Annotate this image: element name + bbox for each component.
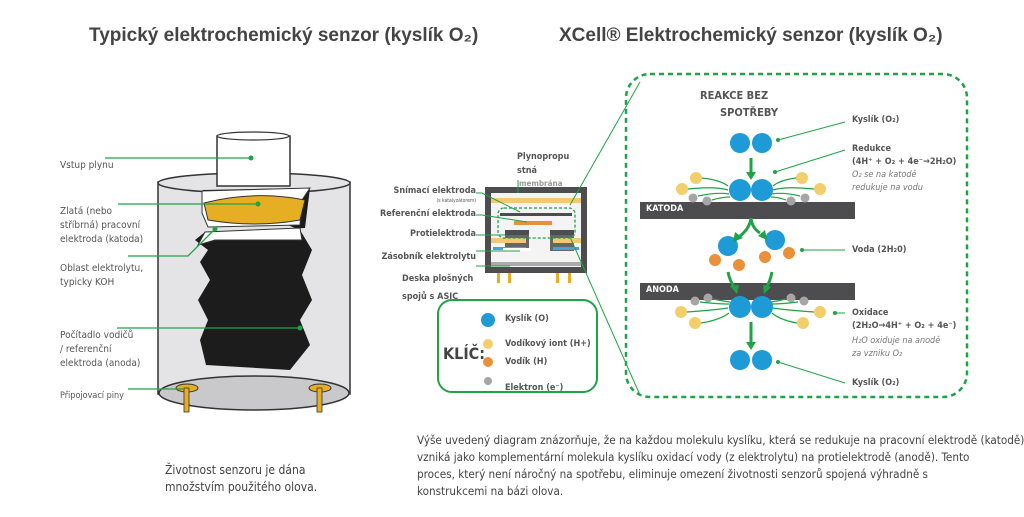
anode-bar (640, 283, 855, 300)
label-electrolyte-2: typicky KOH (60, 277, 115, 288)
reaction-graphics (640, 121, 855, 384)
reaction-box (624, 72, 969, 399)
cathode-label: KATODA (646, 204, 684, 214)
key-oxygen: Kyslík (O) (505, 314, 549, 324)
label-catalyst: (s katalyzátorem) (436, 198, 476, 204)
label-counter-electrode: Protielektroda (410, 229, 476, 239)
description-line-3: proces, který není náročný na spotřebu, … (417, 467, 928, 481)
label-electrolyte-reservoir: Zásobník elektrolytu (381, 252, 476, 262)
label-water: Voda (2H₂0) (852, 245, 907, 255)
leader-lines (105, 157, 300, 390)
description-line-1: Výše uvedený diagram znázorňuje, že na k… (417, 433, 1024, 447)
key-hydrogen: Vodík (H) (505, 357, 548, 367)
label-electrolyte-1: Oblast elektrolytu, (60, 263, 144, 274)
key-title: KLÍČ: (443, 344, 485, 363)
label-oxidation-note-2: za vzniku O₂ (852, 349, 903, 359)
label-sensing-electrode: Snímací elektroda (393, 186, 477, 196)
membrane-label-3: membrána (519, 179, 563, 188)
label-reduction-eq: (4H⁺ + O₂ + 4e⁻→2H₂O) (852, 157, 957, 167)
gold-working-electrode (203, 195, 306, 225)
typical-sensor-illustration (105, 131, 351, 413)
right-title: XCell® Elektrochemický senzor (kyslík O₂… (559, 25, 943, 46)
gas-inlet (216, 135, 291, 187)
key-electron: Elektron (e⁻) (505, 383, 564, 393)
xcell-sensor-illustration (476, 81, 641, 396)
label-working-electrode-3: elektroda (katoda) (60, 234, 144, 245)
label-oxygen-bottom: Kyslík (O₂) (852, 378, 900, 388)
cathode-bar (640, 202, 855, 219)
label-pcb-1: Deska plošných (402, 274, 474, 284)
label-counter-electrode-1: Počítadlo vodičů (60, 330, 134, 341)
reaction-heading-1: REAKCE BEZ (700, 89, 769, 102)
label-reduction-note-2: redukuje na vodu (852, 183, 923, 193)
description-line-4: konstrukcemi na bázi olova. (417, 484, 564, 498)
key-hydrogen-ion: Vodíkový iont (H+) (505, 339, 591, 349)
label-reference-electrode: Referenční elektroda (380, 209, 476, 219)
description-line-2: vzniká jako komplementární molekula kysl… (417, 450, 970, 464)
label-oxygen-top: Kyslík (O₂) (852, 115, 900, 125)
label-working-electrode-1: Zlatá (nebo (60, 206, 113, 217)
label-counter-electrode-2: / referenční (60, 344, 112, 355)
label-working-electrode-2: stříbrná) pracovní (60, 220, 141, 231)
anode-label: ANODA (646, 285, 679, 295)
left-title: Typický elektrochemický senzor (kyslík O… (89, 25, 479, 46)
label-pcb-2: spojů s ASIC (402, 292, 459, 302)
label-counter-electrode-3: elektroda (anoda) (60, 358, 141, 369)
label-oxidation-note-1: H₂O oxiduje na anodě (852, 336, 941, 346)
label-oxidation: Oxidace (852, 308, 889, 318)
membrane-label-2: stná (517, 166, 537, 176)
key-swatches (481, 313, 495, 385)
membrane-label-1: Plynopropu (517, 152, 570, 162)
sensor-base (158, 375, 350, 411)
caption-line-1: Životnost senzoru je dána (165, 463, 306, 477)
caption-line-2: množstvím použitého olova. (165, 480, 318, 494)
label-reduction: Redukce (852, 144, 891, 154)
connection-pins (175, 383, 332, 413)
label-reduction-note-1: O₂ se na katodě (852, 170, 917, 180)
label-gas-inlet: Vstup plynu (60, 160, 114, 171)
reaction-heading-2: SPOTŘEBY (720, 106, 779, 119)
key-box (437, 299, 598, 393)
label-oxidation-eq: (2H₂O→4H⁺ + O₂ + 4e⁻) (852, 321, 957, 331)
label-pins: Připojovací piny (60, 391, 124, 401)
